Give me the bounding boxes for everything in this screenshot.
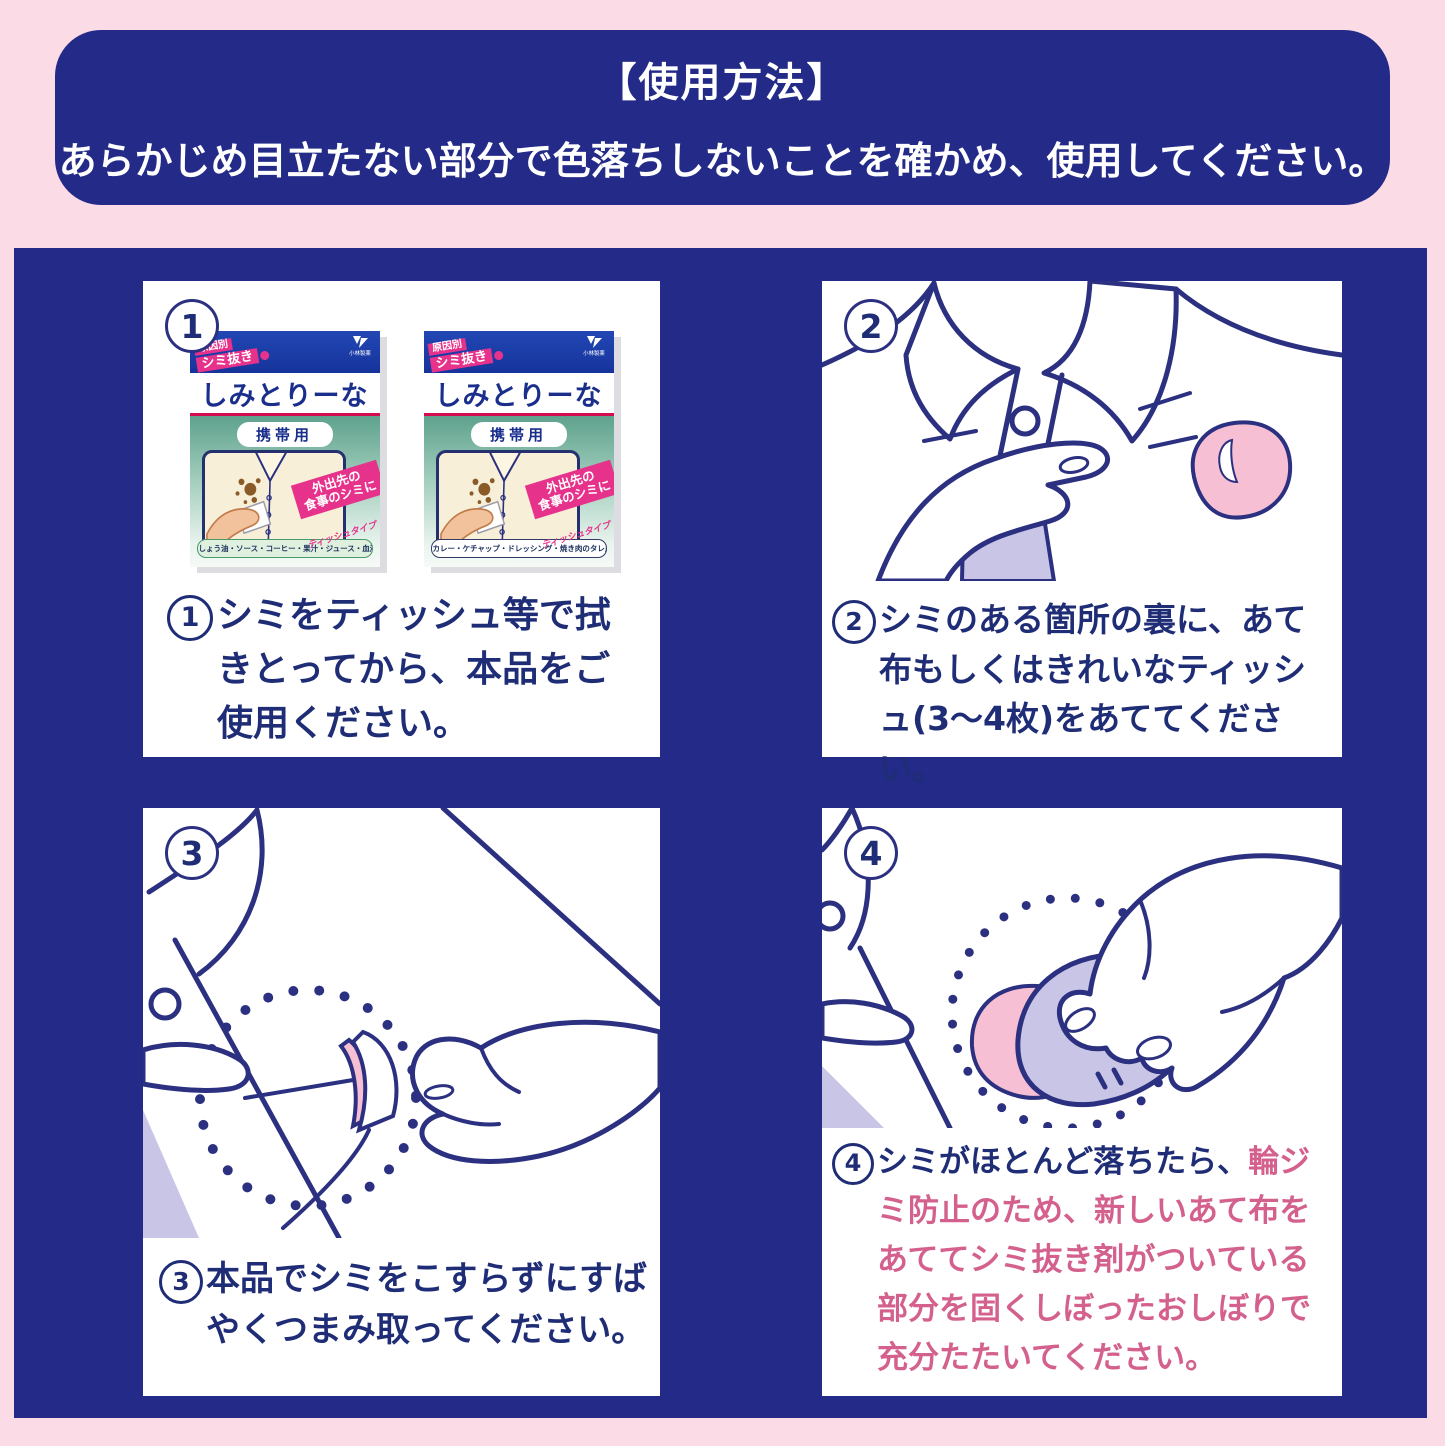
variant-label-curry: カレー・ケチャップ・ドレッシング・焼き肉のタレ用 bbox=[430, 539, 607, 558]
product-box-header: 原因別 シミ抜き 小林製薬 bbox=[423, 331, 614, 373]
product-box-soy-sauce: 原因別 シミ抜き 小林製薬 しみとりーな 携帯用 bbox=[189, 331, 380, 567]
motion-lines bbox=[922, 391, 1198, 449]
fabric-lines bbox=[243, 1078, 371, 1230]
step-4-caption-text: シミがほとんど落ちたら、輪ジミ防止のため、新しいあて布をあててシミ抜き剤がついて… bbox=[877, 1138, 1338, 1383]
package-illustration bbox=[201, 450, 346, 552]
stain-highlight bbox=[1218, 438, 1239, 484]
size-pill: 携帯用 bbox=[236, 422, 333, 447]
product-box-body: 携帯用 bbox=[423, 416, 614, 567]
stain-splatter bbox=[469, 478, 495, 504]
step-4-caption-highlight: 輪ジミ防止のため、新しいあて布をあててシミ抜き剤がついている部分を固くしぼったお… bbox=[877, 1144, 1311, 1376]
left-finger bbox=[822, 999, 915, 1046]
brand-name: しみとりーな bbox=[189, 373, 380, 413]
step-4-number-badge: 4 bbox=[844, 826, 898, 880]
step-1-number-badge: 1 bbox=[165, 299, 219, 353]
step-2-caption-text: シミのある箇所の裏に、あて布もしくはきれいなティッシュ(3～4枚)をあててくださ… bbox=[879, 600, 1307, 788]
step-2-caption: 2 シミのある箇所の裏に、あて布もしくはきれいなティッシュ(3～4枚)をあててく… bbox=[832, 595, 1336, 793]
step-1-caption-number: 1 bbox=[167, 595, 213, 641]
step-panel-4: 4 bbox=[822, 808, 1342, 1396]
step-4-caption-number: 4 bbox=[832, 1143, 874, 1185]
product-box-curry: 原因別 シミ抜き 小林製薬 しみとりーな 携帯用 bbox=[423, 331, 614, 567]
pinch-stain-illustration bbox=[143, 808, 660, 1238]
thumbnail bbox=[1136, 1035, 1172, 1061]
stain-splatter bbox=[235, 478, 261, 504]
product-box-header: 原因別 シミ抜き 小林製薬 bbox=[189, 331, 380, 373]
step-3-caption-number: 3 bbox=[159, 1260, 203, 1304]
finger-lines bbox=[1138, 898, 1286, 1014]
product-box-body: 携帯用 bbox=[189, 416, 380, 567]
steps-board: 1 原因別 シミ抜き 小林製薬 しみ bbox=[14, 248, 1427, 1418]
dab-cloth-illustration bbox=[822, 808, 1342, 1128]
step-panel-2: 2 2 シミのある箇所の裏に、あて布もし bbox=[822, 281, 1342, 788]
package-illustration bbox=[435, 450, 580, 552]
variant-label-soy: しょう油・ソース・コーヒー・果汁・ジュース・血液用 bbox=[196, 539, 373, 558]
dotted-circle bbox=[195, 985, 421, 1211]
step-3-caption: 3 本品でシミをこすらずにすばやくつまみ取ってください。 bbox=[159, 1254, 654, 1356]
left-finger bbox=[143, 1041, 251, 1093]
cloth-corner bbox=[822, 1066, 884, 1128]
stain-blob bbox=[1190, 420, 1293, 520]
cause-type-badge: 原因別 シミ抜き bbox=[426, 331, 504, 373]
red-divider bbox=[423, 413, 614, 416]
brand-name: しみとりーな bbox=[423, 373, 614, 413]
finger-lines bbox=[441, 1046, 521, 1127]
product-boxes-row: 原因別 シミ抜き 小林製薬 しみとりーな 携帯用 bbox=[143, 331, 660, 567]
backing-cloth-illustration bbox=[822, 281, 1342, 581]
hand bbox=[875, 440, 1111, 581]
step-1-caption: 1 シミをティッシュ等で拭きとってから、本品をご使用ください。 bbox=[167, 589, 640, 751]
step-panel-1: 1 原因別 シミ抜き 小林製薬 しみ bbox=[143, 281, 660, 757]
step-panel-3: 3 bbox=[143, 808, 660, 1396]
shirt-wipe-illustration bbox=[205, 453, 287, 549]
fingernail bbox=[1058, 456, 1090, 474]
fingernail bbox=[423, 1084, 455, 1100]
badge-dot bbox=[493, 350, 504, 361]
shirt-wipe-illustration bbox=[439, 453, 521, 549]
usage-banner: 【使用方法】 あらかじめ目立たない部分で色落ちしないことを確かめ、使用してくださ… bbox=[55, 30, 1390, 205]
step-4-caption-lead: シミがほとんど落ちたら、 bbox=[877, 1144, 1249, 1180]
kobayashi-logo: 小林製薬 bbox=[579, 335, 609, 357]
badge-dot bbox=[259, 350, 270, 361]
step-3-number-badge: 3 bbox=[165, 826, 219, 880]
step-4-caption: 4 シミがほとんど落ちたら、輪ジミ防止のため、新しいあて布をあててシミ抜き剤がつ… bbox=[832, 1138, 1338, 1383]
usage-title: 【使用方法】 bbox=[596, 60, 849, 106]
kobayashi-logo: 小林製薬 bbox=[345, 335, 375, 357]
step-2-number-badge: 2 bbox=[844, 299, 898, 353]
cloth-corner bbox=[143, 1110, 199, 1238]
kobayashi-logo-icon bbox=[586, 336, 602, 348]
tissue-cone bbox=[350, 1029, 399, 1134]
usage-subtitle: あらかじめ目立たない部分で色落ちしないことを確かめ、使用してください。 bbox=[58, 139, 1387, 183]
kobayashi-logo-icon bbox=[352, 336, 368, 348]
step-2-caption-number: 2 bbox=[832, 600, 876, 644]
step-1-caption-text: シミをティッシュ等で拭きとってから、本品をご使用ください。 bbox=[217, 595, 611, 744]
step-3-caption-text: 本品でシミをこすらずにすばやくつまみ取ってください。 bbox=[206, 1259, 647, 1350]
size-pill: 携帯用 bbox=[470, 422, 567, 447]
fingernail bbox=[1064, 1007, 1096, 1033]
red-divider bbox=[189, 413, 380, 416]
